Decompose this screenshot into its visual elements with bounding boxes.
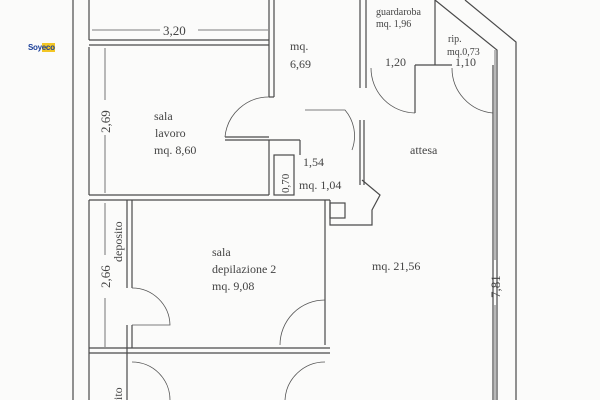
dim-3-20: 3,20 xyxy=(163,23,186,38)
door-swing xyxy=(131,287,171,326)
dim-1-20: 1,20 xyxy=(385,55,406,69)
sala-depilazione-line2: depilazione 2 xyxy=(212,262,276,276)
door-swing xyxy=(305,109,355,151)
guardaroba-label: guardaroba xyxy=(376,7,422,18)
door-swing xyxy=(284,361,326,400)
wall xyxy=(434,0,498,400)
logo-suffix: eco xyxy=(41,43,55,52)
sala-depilazione-line1: sala xyxy=(212,245,231,259)
attesa-label: attesa xyxy=(410,143,438,157)
dim-2-69: 2,69 xyxy=(98,110,113,133)
outer-wall-right xyxy=(464,0,517,400)
door-swing xyxy=(224,96,270,138)
wall xyxy=(329,179,381,226)
rip-area: mq.0,73 xyxy=(447,47,480,58)
attesa-area: mq. 21,56 xyxy=(372,259,420,273)
dim-0-70: 0,70 xyxy=(280,173,292,193)
dim-2-66: 2,66 xyxy=(98,265,113,288)
dim-7-81: 7,81 xyxy=(488,275,503,298)
door-swing xyxy=(451,67,494,114)
sala-depilazione-area: mq. 9,08 xyxy=(212,279,254,293)
rip-label: rip. xyxy=(448,34,462,45)
door-swing xyxy=(131,361,171,400)
small-room-area: mq. 1,04 xyxy=(299,178,341,192)
dim-1-54: 1,54 xyxy=(303,155,324,169)
column xyxy=(329,202,346,219)
guardaroba-area: mq. 1,96 xyxy=(376,19,411,30)
deposito-label: deposito xyxy=(111,221,125,262)
room-top-area: 6,69 xyxy=(290,57,311,71)
sala-lavoro-area: mq. 8,60 xyxy=(154,143,196,157)
door-swing xyxy=(370,67,416,114)
sala-lavoro-line1: sala xyxy=(154,109,173,123)
room-top-label: mq. xyxy=(290,39,308,53)
logo-prefix: Soy xyxy=(28,43,42,52)
soyeco-logo: Soyeco xyxy=(28,43,55,52)
door-swing xyxy=(279,299,326,346)
sala-lavoro-line2: lavoro xyxy=(155,126,186,140)
dim-1-10: 1,10 xyxy=(455,55,476,69)
small-room xyxy=(273,154,295,196)
deposito-bottom-label: ito xyxy=(111,387,125,400)
